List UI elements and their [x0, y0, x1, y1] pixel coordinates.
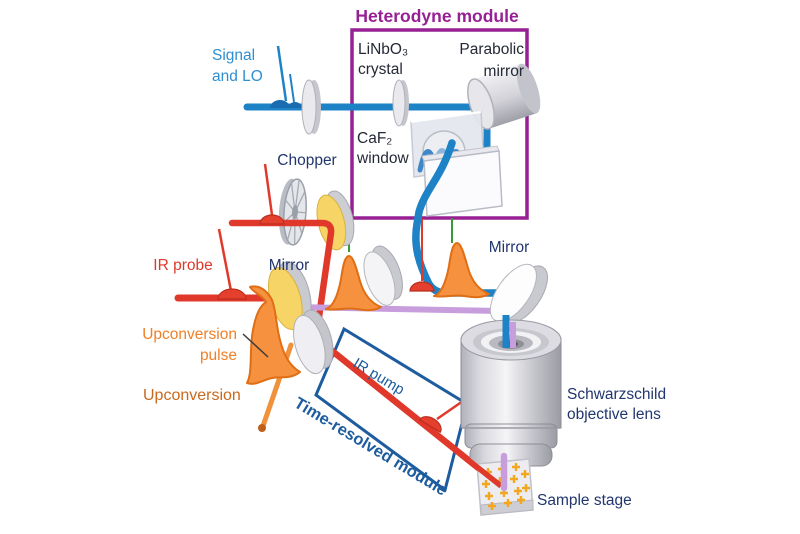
signal-lo-label: and LO	[212, 68, 263, 85]
chopper-pulse-spike	[263, 163, 274, 216]
linbo3-crystal-label: crystal	[358, 61, 403, 78]
heterodyne-module-title: Heterodyne module	[355, 6, 519, 26]
mirror-center	[363, 245, 403, 306]
chopper-label: Chopper	[277, 152, 336, 169]
signal-pulse	[270, 100, 290, 108]
label-pointer-line	[242, 333, 269, 358]
upconversion-rod-tip	[258, 424, 266, 432]
objective-label: Schwarzschild	[567, 386, 666, 403]
caf2-window-assembly	[410, 111, 503, 217]
parabolic-mirror	[467, 63, 541, 130]
linbo3-crystal-lens	[392, 79, 409, 127]
mirror-lower	[293, 309, 334, 375]
heterodyne-output-beam	[412, 139, 503, 297]
sample-stage-label: Sample stage	[537, 492, 632, 509]
caf2-window-label: CaF₂	[357, 130, 392, 147]
red-pulse-on-blue-beam	[409, 281, 435, 292]
linbo3-crystal-label: LiNbO₃	[358, 41, 408, 58]
time-resolved-module-box	[314, 326, 469, 493]
mirror-right	[489, 263, 548, 324]
parabolic-mirror-label: Parabolic	[459, 41, 524, 58]
objective-label: objective lens	[567, 406, 661, 423]
ir-pump-at-sample	[465, 456, 503, 489]
ir-probe-pulse-spike	[217, 228, 233, 292]
mirror-right-label: Mirror	[489, 239, 529, 256]
signal-pulse-spike	[276, 45, 288, 102]
lo-pulse	[288, 102, 302, 108]
sample-crosses	[482, 463, 530, 510]
caf2-window-label: window	[356, 150, 409, 167]
upconversion-pulse-right	[433, 242, 490, 299]
ir-pump-pulse	[418, 416, 442, 434]
input-lens	[301, 79, 321, 135]
gold-mirror-top	[316, 190, 355, 251]
heterodyne-module-box	[350, 28, 529, 220]
upconversion-pulse-mid	[325, 255, 382, 312]
ir-pump-beam	[228, 219, 506, 491]
upconversion-label: Upconversion	[143, 387, 241, 404]
upconverted-beam	[291, 304, 503, 314]
upconversion-pulse-label: pulse	[200, 347, 237, 364]
time-resolved-module-title: Time-resolved module	[291, 394, 450, 499]
signal-lo-label: Signal	[212, 47, 255, 64]
ir-pump-pulse-spike	[436, 399, 464, 421]
upconversion-pulse-big	[246, 285, 301, 385]
parabolic-mirror-label: mirror	[484, 63, 524, 80]
lo-pulse-spike	[289, 73, 295, 103]
upconversion-pulse-label: Upconversion	[142, 326, 237, 343]
chopper-wheel	[278, 178, 307, 246]
chopper-beam-pulse	[259, 214, 285, 225]
ir-probe-label: IR probe	[153, 257, 212, 274]
mirror-left-label: Mirror	[269, 257, 309, 274]
ir-probe-pulse	[217, 288, 247, 300]
